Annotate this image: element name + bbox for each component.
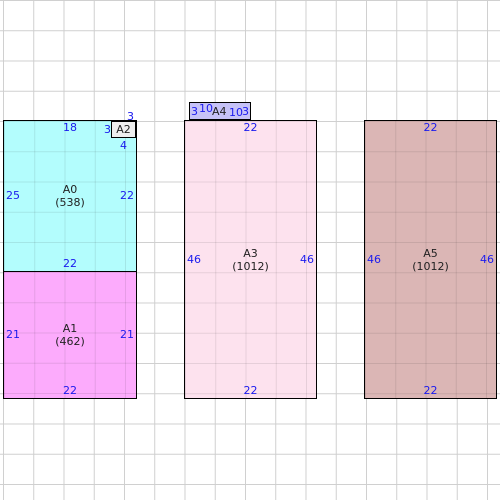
a5-bottom-dimension: 22 [423, 384, 438, 397]
a4-left-dimension: 3 [191, 105, 198, 118]
rect-a2[interactable]: A2 [111, 121, 136, 138]
a4-name: A4 [212, 105, 227, 118]
a3-bottom-dimension: 22 [243, 384, 258, 397]
a0-right-dimension: 22 [120, 189, 134, 202]
a5-area: (1012) [412, 259, 449, 273]
a5-name: A5 [423, 246, 438, 260]
a0-area: (538) [55, 196, 85, 209]
a3-name: A3 [243, 246, 258, 260]
a2-top-dimension: 3 [127, 110, 134, 123]
a3-area: (1012) [232, 259, 269, 273]
a0-label: A0 (538) [4, 183, 136, 209]
a4-top-dimension: 10 [199, 102, 213, 115]
a3-top-dimension: 22 [243, 121, 258, 134]
rect-a1[interactable]: 21 21 22 A1 (462) [3, 271, 137, 399]
rect-a0[interactable]: 18 25 22 22 A0 (538) [3, 120, 137, 272]
a4-right-edge-dimension: 3 [242, 105, 249, 118]
a4-right-dimension: 10 [229, 106, 243, 119]
a1-area: (462) [55, 335, 85, 348]
a2-name: A2 [116, 122, 131, 136]
rect-a5[interactable]: 22 46 46 22 A5 (1012) [364, 120, 497, 399]
a0-left-dimension: 25 [6, 189, 20, 202]
a2-left-dimension: 3 [104, 123, 111, 136]
a3-label: A3 (1012) [185, 247, 316, 273]
a0-top-dimension: 18 [63, 121, 77, 134]
a0-bottom-dimension: 22 [63, 257, 77, 270]
a2-bottom-dimension: 4 [120, 139, 127, 152]
a3-left-dimension: 46 [187, 252, 201, 266]
a5-top-dimension: 22 [423, 121, 438, 134]
a5-label: A5 (1012) [365, 247, 496, 273]
a1-right-dimension: 21 [120, 328, 134, 341]
a1-label: A1 (462) [4, 322, 136, 348]
a1-name: A1 [62, 322, 78, 335]
a3-right-dimension: 46 [300, 252, 314, 266]
a5-right-dimension: 46 [480, 252, 494, 266]
rect-a4[interactable]: 3 10 A4 10 3 [189, 102, 251, 120]
a1-bottom-dimension: 22 [63, 384, 77, 397]
a0-name: A0 [62, 183, 78, 196]
a1-left-dimension: 21 [6, 328, 20, 341]
a5-left-dimension: 46 [367, 252, 381, 266]
rect-a3[interactable]: 22 46 46 22 A3 (1012) [184, 120, 317, 399]
